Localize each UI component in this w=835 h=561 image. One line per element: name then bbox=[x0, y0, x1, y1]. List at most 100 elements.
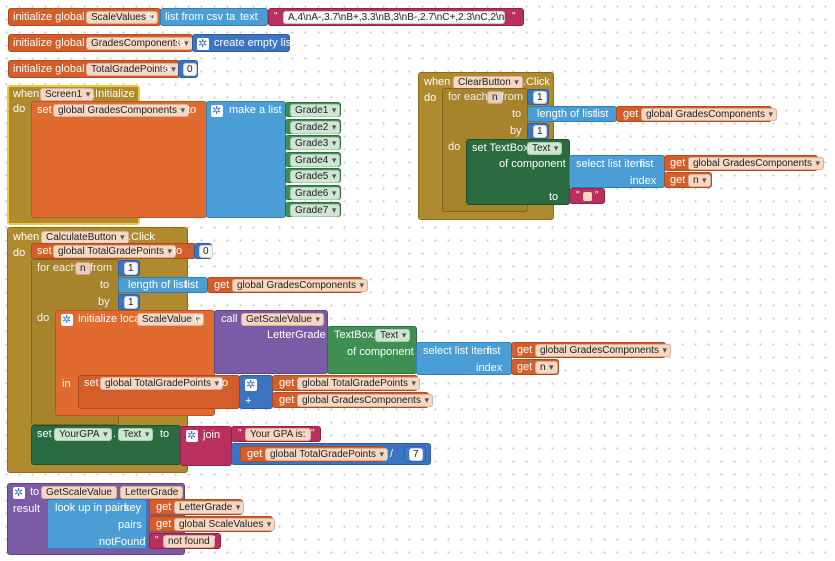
init-totalgradepoints-block[interactable]: initialize global TotalGradePoints to bbox=[8, 60, 180, 78]
add-math-block[interactable]: + bbox=[239, 375, 273, 409]
empty-text-field[interactable] bbox=[583, 192, 592, 201]
gear-icon[interactable] bbox=[61, 313, 73, 326]
number-field[interactable]: 1 bbox=[533, 125, 547, 138]
loop-var-field[interactable]: n bbox=[75, 262, 91, 275]
var-dropdown[interactable]: global ScaleValues bbox=[174, 518, 276, 531]
gear-icon[interactable] bbox=[13, 486, 25, 499]
loop-var-field[interactable]: n bbox=[487, 91, 503, 104]
procedure-name-field[interactable]: GetScaleValue bbox=[41, 486, 117, 499]
make-a-list-block[interactable]: make a list bbox=[206, 101, 286, 218]
var-dropdown[interactable]: global GradesComponents bbox=[688, 157, 824, 170]
number-field[interactable]: 1 bbox=[124, 262, 138, 275]
component-dropdown[interactable]: Grade6 bbox=[290, 187, 341, 200]
grade-component-block[interactable]: Grade6 bbox=[285, 185, 341, 200]
var-dropdown[interactable]: global GradesComponents bbox=[641, 108, 777, 121]
gear-icon[interactable] bbox=[245, 378, 257, 391]
by-number-block[interactable]: 1 bbox=[118, 294, 140, 310]
gear-icon[interactable] bbox=[186, 429, 198, 442]
notfound-string-block[interactable]: " not found " bbox=[149, 533, 221, 549]
number-block[interactable]: 0 bbox=[194, 243, 213, 259]
var-dropdown[interactable]: n bbox=[535, 361, 558, 374]
csv-text-socket[interactable]: text bbox=[236, 8, 268, 26]
gear-icon[interactable] bbox=[197, 37, 209, 50]
create-empty-list-block[interactable]: create empty list bbox=[192, 34, 294, 52]
grade-component-block[interactable]: Grade2 bbox=[285, 118, 341, 134]
var-dropdown[interactable]: global TotalGradePoints bbox=[265, 448, 388, 461]
grade-component-block[interactable]: Grade3 bbox=[285, 135, 341, 151]
component-dropdown[interactable]: Grade7 bbox=[290, 203, 341, 217]
select-list-item-block[interactable]: select list item list index bbox=[416, 342, 512, 375]
call-getscalevalue-block[interactable]: call GetScaleValue LetterGrade bbox=[214, 310, 328, 374]
set-totalgradepoints-block[interactable]: set global TotalGradePoints to bbox=[31, 243, 196, 259]
gpa-text-field[interactable]: Your GPA is: bbox=[245, 428, 311, 441]
set-yourgpa-text-block[interactable]: set YourGPA . Text to bbox=[31, 425, 181, 465]
init-scalevalues-block[interactable]: initialize global ScaleValues to bbox=[8, 8, 161, 26]
var-dropdown[interactable]: global GradesComponents bbox=[297, 394, 433, 407]
lookup-in-pairs-block[interactable]: look up in pairs key pairs notFound bbox=[47, 499, 147, 549]
get-index-block[interactable]: get n bbox=[511, 359, 559, 375]
grade-component-block[interactable]: Grade4 bbox=[285, 151, 341, 167]
number-block[interactable]: 0 bbox=[178, 60, 198, 78]
get-var-block[interactable]: get global GradesComponents bbox=[272, 392, 433, 408]
number-field[interactable]: 1 bbox=[124, 296, 138, 309]
var-name-field[interactable]: TotalGradePoints bbox=[86, 63, 180, 76]
component-dropdown[interactable]: Screen1 bbox=[40, 88, 95, 101]
by-number-block[interactable]: 1 bbox=[527, 123, 549, 139]
gear-icon[interactable] bbox=[211, 104, 223, 117]
param-field[interactable]: LetterGrade bbox=[120, 486, 184, 499]
component-dropdown[interactable]: YourGPA bbox=[54, 428, 112, 441]
var-dropdown[interactable]: global TotalGradePoints bbox=[297, 377, 420, 390]
var-dropdown[interactable]: LetterGrade bbox=[174, 501, 245, 514]
property-dropdown[interactable]: Text bbox=[375, 329, 411, 342]
get-var-block[interactable]: get global GradesComponents bbox=[511, 342, 671, 358]
set-gradescomponents-block[interactable]: set global GradesComponents to bbox=[31, 101, 207, 218]
var-dropdown[interactable]: n bbox=[688, 174, 711, 187]
set-totalgradepoints-inner[interactable]: set global TotalGradePoints to bbox=[78, 375, 240, 409]
gpa-string-block[interactable]: " Your GPA is: " bbox=[231, 426, 321, 442]
procedure-dropdown[interactable]: GetScaleValue bbox=[241, 313, 324, 326]
textbox-text-getter[interactable]: TextBox. Text of component bbox=[327, 326, 417, 374]
component-dropdown[interactable]: Grade2 bbox=[290, 120, 341, 134]
component-dropdown[interactable]: Grade1 bbox=[290, 104, 341, 117]
get-var-block[interactable]: get global GradesComponents bbox=[664, 155, 824, 171]
init-gradescomponents-block[interactable]: initialize global GradesComponents to bbox=[8, 34, 193, 52]
component-dropdown[interactable]: Grade4 bbox=[290, 153, 341, 167]
var-name-field[interactable]: GradesComponents bbox=[86, 37, 193, 50]
notfound-text-field[interactable]: not found bbox=[163, 535, 215, 548]
property-dropdown[interactable]: Text bbox=[527, 142, 563, 155]
join-block[interactable]: join bbox=[180, 426, 232, 466]
var-dropdown[interactable]: global TotalGradePoints bbox=[53, 245, 176, 258]
get-var-block[interactable]: get global TotalGradePoints bbox=[240, 446, 388, 462]
grade-component-block[interactable]: Grade5 bbox=[285, 168, 341, 184]
length-of-list-block[interactable]: length of list list bbox=[118, 277, 208, 293]
from-number-block[interactable]: 1 bbox=[118, 260, 140, 276]
set-textbox-text-block[interactable]: set TextBox. Text of component to bbox=[466, 139, 570, 205]
local-name-field[interactable]: ScaleValue bbox=[137, 313, 204, 326]
property-dropdown[interactable]: Text bbox=[118, 428, 154, 441]
var-name-field[interactable]: ScaleValues bbox=[86, 11, 158, 24]
length-of-list-block[interactable]: length of list list bbox=[527, 106, 617, 122]
get-var-block[interactable]: get global GradesComponents bbox=[616, 106, 777, 122]
var-dropdown[interactable]: global TotalGradePoints bbox=[100, 377, 223, 390]
csv-string-block[interactable]: " A,4\nA-,3.7\nB+,3.3\nB,3\nB-,2.7\nC+,2… bbox=[268, 8, 524, 26]
get-var-block[interactable]: get global ScaleValues bbox=[149, 516, 276, 532]
empty-string-block[interactable]: " " bbox=[569, 188, 605, 204]
number-block[interactable]: 7 bbox=[404, 446, 426, 462]
var-dropdown[interactable]: global GradesComponents bbox=[232, 279, 368, 292]
get-var-block[interactable]: get global TotalGradePoints bbox=[272, 375, 420, 391]
select-list-item-block[interactable]: select list item list index bbox=[569, 155, 665, 188]
component-dropdown[interactable]: Grade3 bbox=[290, 137, 341, 151]
number-field[interactable]: 1 bbox=[533, 91, 547, 104]
csv-string-field[interactable]: A,4\nA-,3.7\nB+,3.3\nB,3\nB-,2.7\nC+,2.3… bbox=[283, 11, 505, 24]
number-field[interactable]: 0 bbox=[199, 245, 213, 258]
get-var-block[interactable]: get global GradesComponents bbox=[207, 277, 368, 293]
get-index-block[interactable]: get n bbox=[664, 172, 712, 188]
from-number-block[interactable]: 1 bbox=[527, 89, 549, 105]
get-param-block[interactable]: get LetterGrade bbox=[149, 499, 245, 515]
number-field[interactable]: 7 bbox=[409, 448, 423, 461]
var-dropdown[interactable]: global GradesComponents bbox=[535, 344, 671, 357]
grade-component-block[interactable]: Grade1 bbox=[285, 102, 341, 117]
grade-component-block[interactable]: Grade7 bbox=[285, 201, 341, 217]
component-dropdown[interactable]: Grade5 bbox=[290, 170, 341, 184]
number-field[interactable]: 0 bbox=[183, 63, 197, 76]
